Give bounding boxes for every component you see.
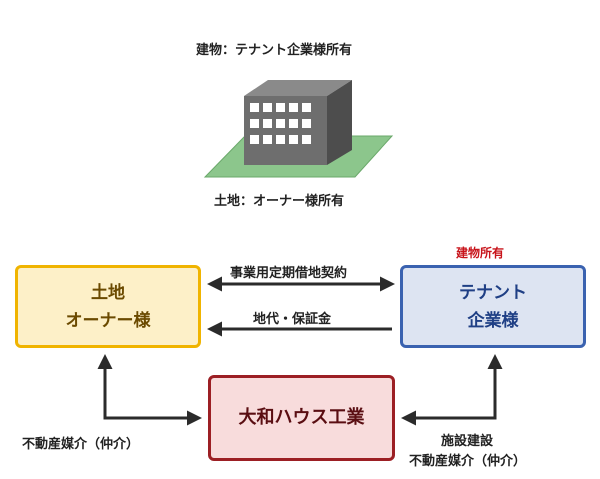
left-service-label: 不動産媒介（仲介） [22,437,140,452]
land-owner-box: 土地 オーナー様 [15,265,201,348]
right-service-label-1: 施設建設 [441,434,494,449]
right-service-label-2: 不動産媒介（仲介） [409,454,527,469]
left-service-arrow [97,354,202,426]
tenant-line1: テナント [459,282,527,303]
building-ownership-label: 建物：テナント企業様所有 [196,43,353,58]
tenant-box: テナント 企業様 [400,265,586,348]
land-owner-line2: オーナー様 [65,310,151,331]
land-ownership-label: 土地：オーナー様所有 [214,194,345,209]
daiwa-name: 大和ハウス工業 [238,407,365,428]
land-owner-line1: 土地 [91,282,125,303]
rent-deposit-label: 地代・保証金 [253,312,332,327]
building-icon [244,80,352,165]
daiwa-house-box: 大和ハウス工業 [208,375,395,461]
lease-contract-label: 事業用定期借地契約 [230,266,348,281]
tenant-line2: 企業様 [467,310,519,331]
right-service-arrow [401,354,503,426]
building-owner-tag: 建物所有 [456,246,505,260]
